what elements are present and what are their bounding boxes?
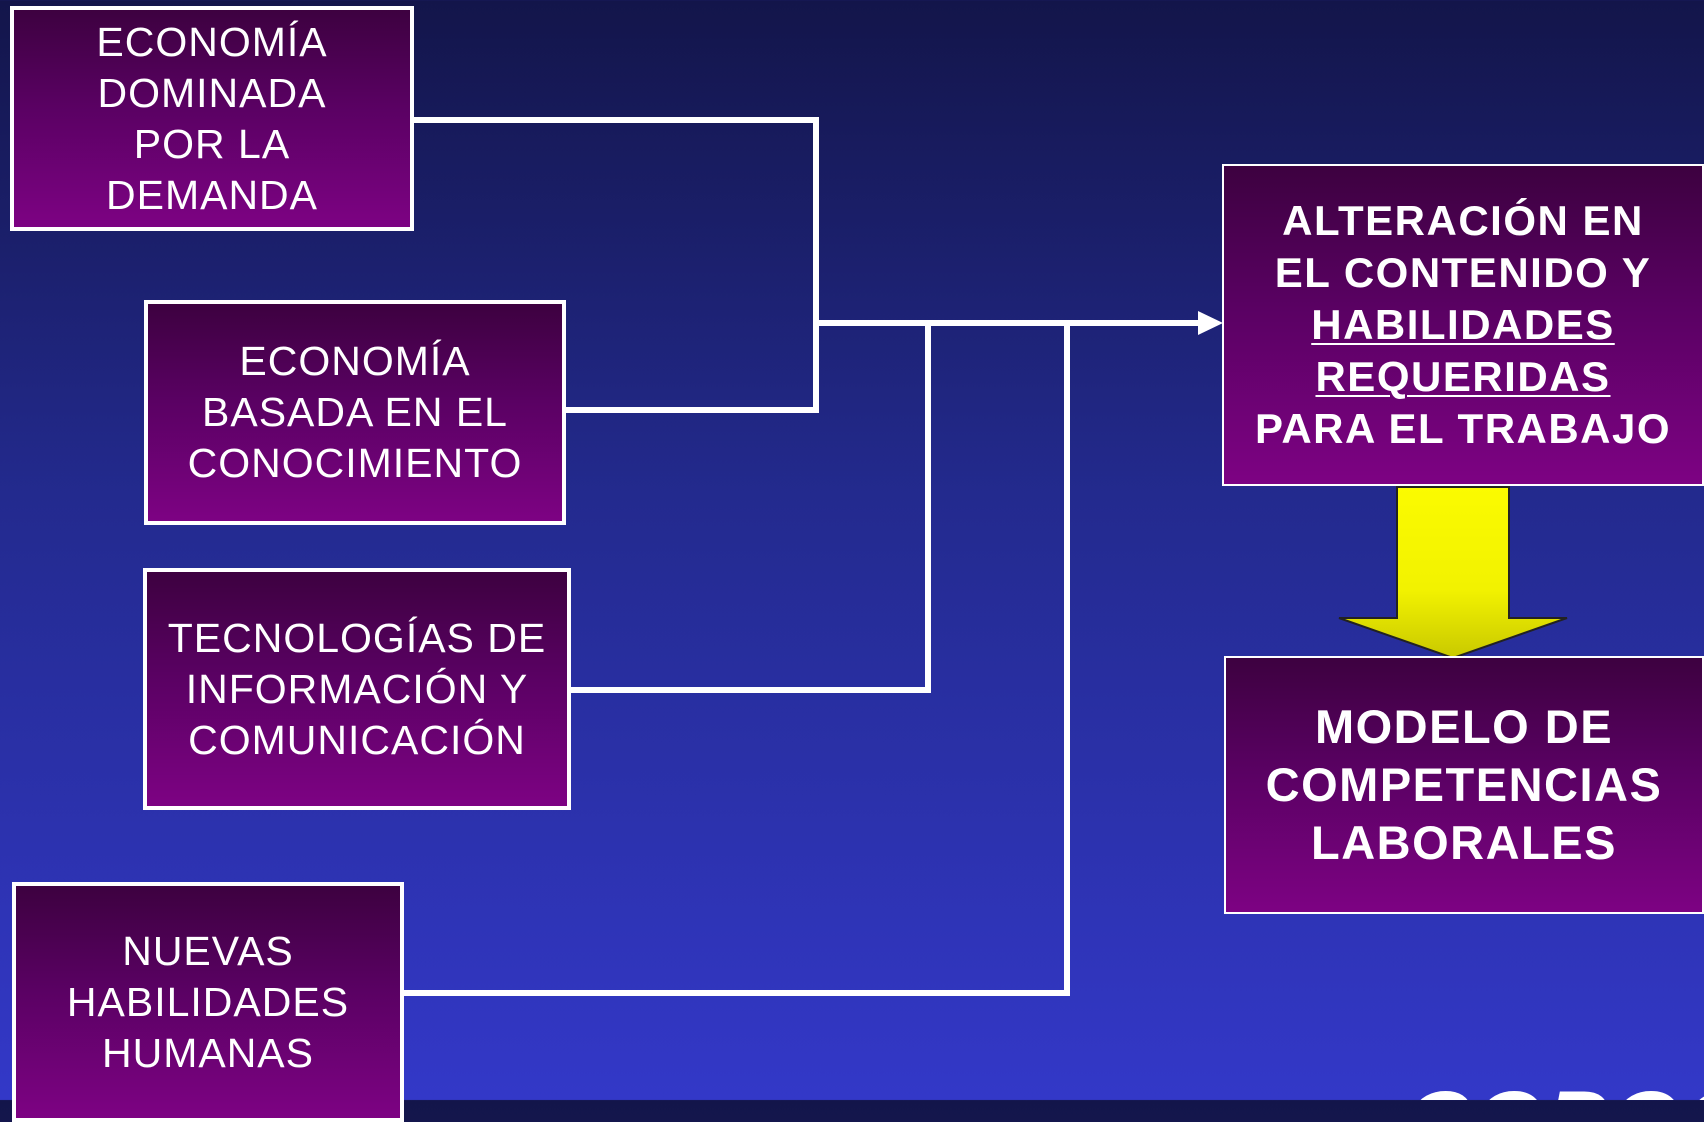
- box-line: INFORMACIÓN Y: [185, 665, 529, 712]
- box-line: COMUNICACIÓN: [188, 716, 526, 763]
- box-line: CONOCIMIENTO: [187, 440, 523, 486]
- box-line: DEMANDA: [105, 171, 319, 218]
- box-line: ALTERACIÓN EN: [1282, 197, 1644, 244]
- box-line: NUEVAS: [122, 927, 294, 974]
- connector-arrowhead: [1198, 311, 1223, 335]
- box-line: TECNOLOGÍAS DE: [167, 614, 547, 661]
- box-line: DOMINADA: [97, 69, 327, 116]
- box-line: HABILIDADES: [66, 978, 350, 1025]
- box-line: HUMANAS: [101, 1029, 315, 1076]
- connector-demanda: [410, 117, 819, 413]
- connector-tic: [568, 323, 931, 693]
- box-modelo-competencias: MODELO DE COMPETENCIAS LABORALES: [1224, 656, 1704, 914]
- connector-habilidades: [400, 323, 1070, 996]
- box-tecnologias: TECNOLOGÍAS DE INFORMACIÓN Y COMUNICACIÓ…: [143, 568, 571, 810]
- box-line: MODELO DE: [1314, 700, 1614, 753]
- box-line: PARA EL TRABAJO: [1254, 405, 1672, 452]
- box-line: EL CONTENIDO Y: [1274, 249, 1652, 296]
- box-economia-demanda: ECONOMÍA DOMINADA POR LA DEMANDA: [10, 6, 414, 231]
- box-line: POR LA: [133, 120, 291, 167]
- box-alteracion: ALTERACIÓN EN EL CONTENIDO Y HABILIDADES…: [1222, 164, 1704, 486]
- box-line: LABORALES: [1311, 816, 1617, 869]
- corner-logo: COPOC: [1404, 1082, 1704, 1100]
- box-line-underlined: HABILIDADES: [1311, 301, 1615, 348]
- box-line: ECONOMÍA: [239, 338, 471, 384]
- box-line: COMPETENCIAS: [1265, 758, 1663, 811]
- box-nuevas-habilidades: NUEVAS HABILIDADES HUMANAS: [12, 882, 404, 1122]
- down-arrow: [1338, 486, 1568, 660]
- logo-text: COPOC: [1404, 1082, 1704, 1100]
- box-line: ECONOMÍA: [96, 18, 328, 65]
- box-economia-conocimiento: ECONOMÍA BASADA EN EL CONOCIMIENTO: [144, 300, 566, 525]
- box-line-underlined: REQUERIDAS: [1315, 353, 1611, 400]
- box-line: BASADA EN EL: [202, 389, 508, 435]
